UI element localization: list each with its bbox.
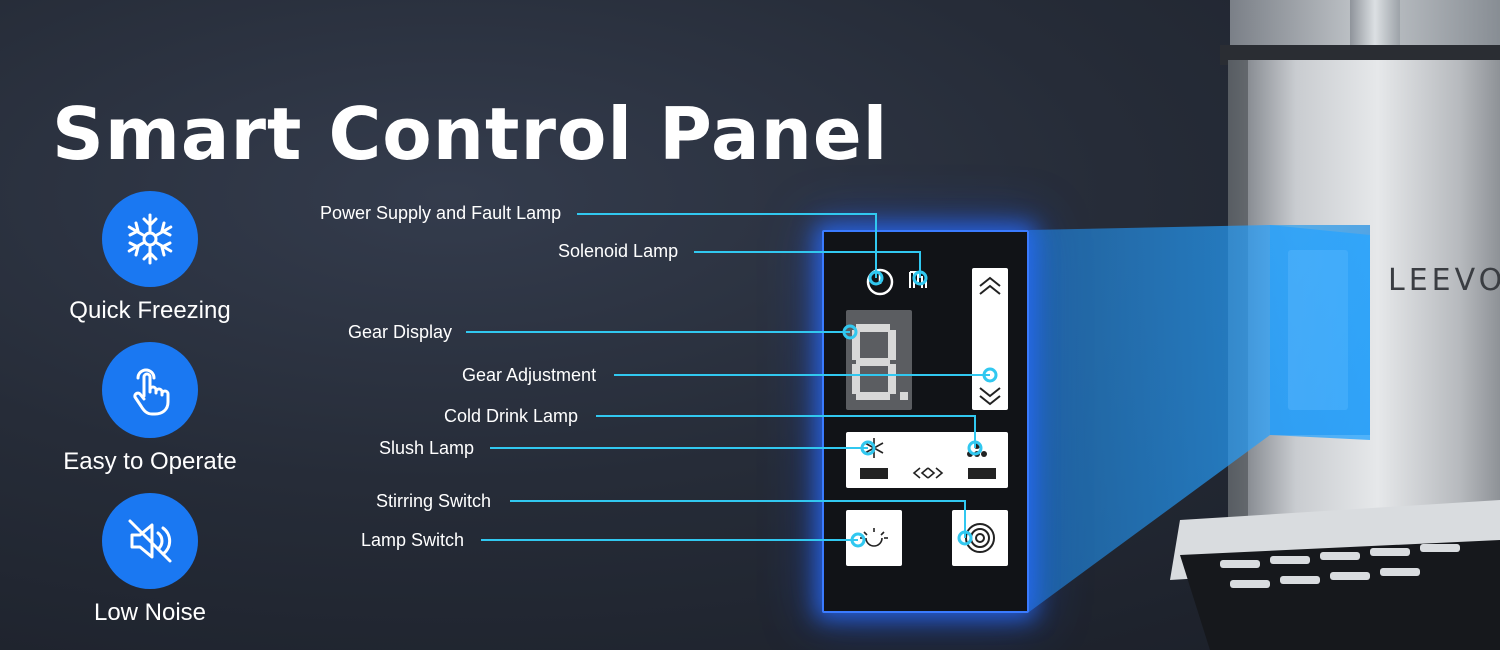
feature-easy-to-operate: Easy to Operate: [40, 342, 260, 476]
callout-slush-lamp: Slush Lamp: [379, 438, 475, 458]
control-panel: [822, 230, 1029, 613]
mute-speaker-icon: [102, 493, 198, 589]
snowflake-icon: [102, 191, 198, 287]
callout-gear-adjustment: Gear Adjustment: [462, 365, 597, 385]
seven-segment-digit: [852, 324, 908, 400]
callout-power-supply-fault-lamp: Power Supply and Fault Lamp: [320, 203, 562, 223]
toggle-arrows-icon: [912, 467, 944, 479]
feature-label: Low Noise: [93, 599, 207, 626]
gear-down-icon[interactable]: [979, 387, 1001, 398]
callout-stirring-switch: Stirring Switch: [376, 491, 492, 511]
callout-lamp-switch: Lamp Switch: [361, 530, 465, 550]
feature-label: Easy to Operate: [63, 448, 237, 475]
feature-low-noise: Low Noise: [40, 493, 260, 627]
feature-quick-freezing: Quick Freezing: [40, 191, 260, 325]
feature-label: Quick Freezing: [69, 297, 231, 324]
callout-gear-display: Gear Display: [348, 322, 453, 342]
brand-logo: LEEVO: [1388, 263, 1500, 298]
lamp-icon: [860, 528, 888, 547]
touch-hand-icon: [102, 342, 198, 438]
page-title: Smart Control Panel: [52, 92, 889, 176]
mode-indicator-box: [846, 432, 1008, 488]
callout-cold-drink-lamp: Cold Drink Lamp: [444, 406, 579, 426]
gear-up-icon[interactable]: [979, 276, 1001, 287]
lamp-switch-button[interactable]: [846, 510, 902, 566]
callout-solenoid-lamp: Solenoid Lamp: [558, 241, 679, 261]
